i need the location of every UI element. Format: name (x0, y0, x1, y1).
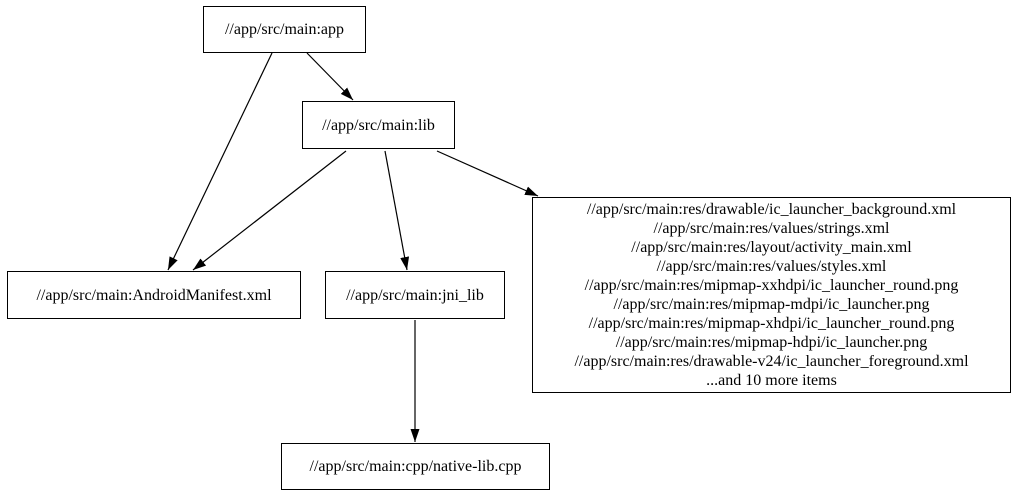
node-lib-label: //app/src/main:lib (322, 116, 435, 134)
edge-lib-to-jni-lib (384, 150, 410, 271)
edge-app-to-lib (306, 52, 354, 101)
node-app-label: //app/src/main:app (224, 21, 345, 38)
node-resources-line: //app/src/main:res/values/styles.xml (656, 258, 887, 275)
node-resources-line: //app/src/main:res/mipmap-xxhdpi/ic_laun… (584, 277, 959, 294)
node-android-manifest: //app/src/main:AndroidManifest.xml (7, 271, 301, 319)
node-resources-line: //app/src/main:res/mipmap-xhdpi/ic_launc… (588, 315, 955, 332)
edge-app-to-android-manifest (167, 52, 273, 271)
node-resources-line: //app/src/main:res/mipmap-hdpi/ic_launch… (615, 334, 928, 351)
node-resources-line: //app/src/main:res/layout/activity_main.… (631, 239, 912, 256)
node-native-lib: //app/src/main:cpp/native-lib.cpp (281, 443, 550, 490)
node-app: //app/src/main:app (203, 6, 366, 53)
node-resources-line: //app/src/main:res/drawable/ic_launcher_… (586, 201, 957, 218)
node-resources-more-items: ...and 10 more items (706, 372, 837, 389)
node-resources-line: //app/src/main:res/mipmap-mdpi/ic_launch… (613, 296, 930, 313)
node-resources-line: //app/src/main:res/drawable-v24/ic_launc… (574, 353, 969, 370)
node-lib: //app/src/main:lib (302, 101, 455, 149)
edge-lib-to-resources (436, 150, 539, 197)
node-native-lib-label: //app/src/main:cpp/native-lib.cpp (309, 458, 522, 475)
edge-lib-to-android-manifest (192, 150, 347, 271)
node-jni-lib-label: //app/src/main:jni_lib (346, 286, 484, 304)
node-android-manifest-label: //app/src/main:AndroidManifest.xml (36, 286, 272, 304)
node-resources: //app/src/main:res/drawable/ic_launcher_… (532, 197, 1011, 393)
node-jni-lib: //app/src/main:jni_lib (325, 271, 505, 319)
node-resources-line: //app/src/main:res/values/strings.xml (653, 220, 890, 237)
